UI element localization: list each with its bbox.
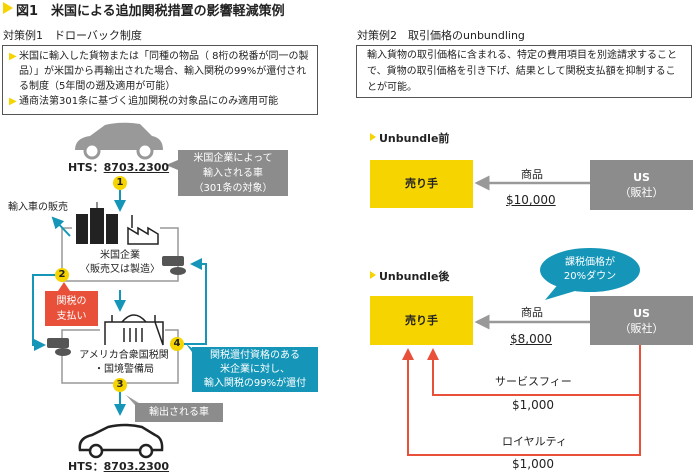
seller-box-after: 売り手 (370, 296, 473, 345)
customs-label: アメリカ合衆国税関・国境警備局 (79, 350, 169, 375)
royalty-label: ロイヤルティ (502, 435, 568, 448)
money-icon (47, 338, 71, 356)
bullet-2: 通商法第301条に基づく追加関税の対象品にのみ適用可能 (19, 96, 279, 107)
case2-description: 輸入貨物の取引価格に含まれる、特定の費用項目を別途請求することで、貨物の取引価格… (356, 45, 692, 98)
bullet-1: 米国に輸入した貨物または「同種の物品（ 8桁の税番が同一の製品）」が米国から再輸… (19, 51, 309, 92)
factory-icon (127, 215, 159, 245)
case2-heading: 対策例2 取引価格のunbundling (357, 29, 525, 42)
money-icon (162, 256, 186, 275)
import-callout: 米国企業によって輸入される車（301条の対象） (178, 150, 288, 196)
case1-heading: 対策例1 ドローバック制度 (3, 29, 142, 42)
before-label: Unbundle前 (379, 132, 450, 145)
step-1-badge: 1 (113, 176, 127, 190)
price-after: $8,000 (510, 332, 552, 346)
after-label: Unbundle後 (379, 270, 450, 283)
hts-export: HTS：8703.2300 (68, 460, 170, 473)
tax-payment-label: 関税の支払い (45, 291, 98, 326)
seller-box-before: 売り手 (370, 160, 473, 208)
government-building-icon (104, 314, 164, 346)
us-box-before: US（販社） (590, 160, 693, 210)
service-fee-amount: $1,000 (512, 398, 554, 412)
hts-import: HTS：8703.2300 (68, 161, 170, 174)
goods-label-after: 商品 (521, 306, 543, 319)
case1-description: ▶米国に輸入した貨物または「同種の物品（ 8桁の税番が同一の製品）」が米国から再… (2, 45, 318, 115)
price-before: $10,000 (506, 193, 556, 207)
goods-label-before: 商品 (521, 168, 543, 181)
sale-label: 輸入車の販売 (8, 202, 68, 213)
refund-callout: 関税還付資格のある米企業に対し、輸入関税の99%が還付 (192, 347, 318, 392)
royalty-amount: $1,000 (512, 457, 554, 471)
figure-title: 図1 米国による追加関税措置の影響軽減策例 (16, 4, 285, 19)
title-triangle-icon (3, 2, 13, 14)
service-fee-label: サービスフィー (495, 375, 572, 388)
export-label: 輸出される車 (135, 403, 223, 422)
step-2-badge: 2 (55, 268, 69, 282)
step-4-badge: 4 (170, 337, 184, 351)
company-label: 米国企業〈販売又は製造〉 (80, 250, 160, 275)
step-3-badge: 3 (113, 378, 127, 392)
exported-car-icon (78, 423, 164, 459)
imported-car-icon (75, 122, 163, 160)
us-box-after: US（販社） (590, 296, 693, 345)
office-building-icon (76, 202, 118, 244)
